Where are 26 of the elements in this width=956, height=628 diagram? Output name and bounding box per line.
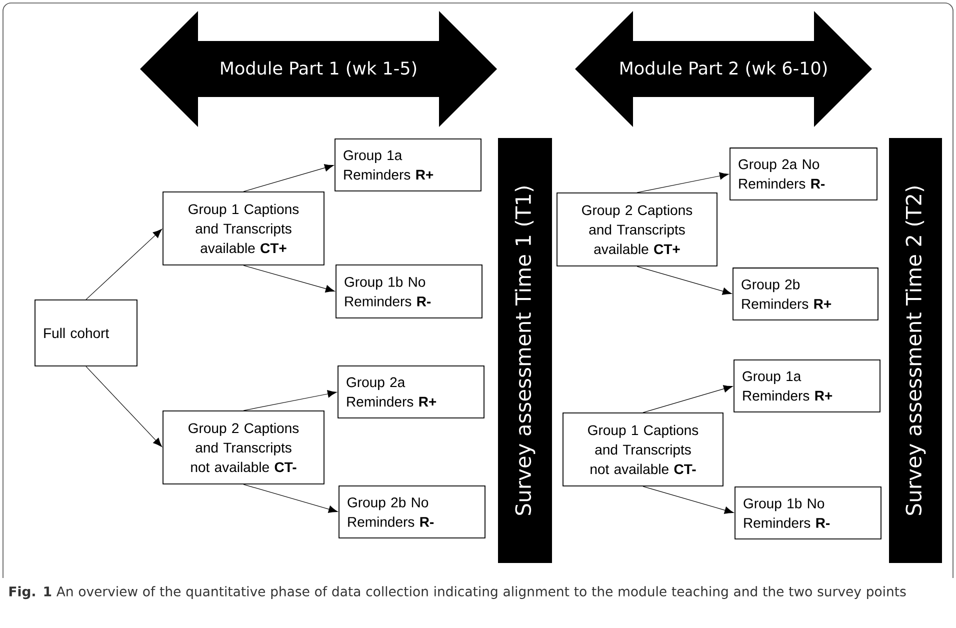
group-box: Group 2 Captions and Transcripts not available CT- <box>162 410 324 484</box>
group-box: Full cohort <box>34 300 138 366</box>
arrow <box>636 172 729 193</box>
group-box: Group 1 Captions and Transcripts available CT+ <box>162 192 324 266</box>
group-box: Group 2 Captions and Transcripts available CT+ <box>556 192 718 266</box>
group-box: Group 2a No Reminders R- <box>730 148 878 200</box>
group-box: Group 1a Reminders R+ <box>734 360 880 412</box>
group-box: Group 2b No Reminders R- <box>338 486 486 538</box>
arrow <box>86 366 162 447</box>
survey-bar: Survey assessment Time 1 (T1) <box>498 138 552 563</box>
arrow <box>86 228 162 300</box>
group-box: Group 1 Captions and Transcripts not available CT- <box>562 412 724 486</box>
survey-bar: Survey assessment Time 2 (T2) <box>889 138 942 563</box>
arrow <box>243 484 338 513</box>
arrow <box>243 390 337 411</box>
group-box: Group 2b Reminders R+ <box>732 268 878 320</box>
arrow <box>243 164 334 192</box>
figure-caption: Fig. 1 An overview of the quantitative phase of data collection indicating alignment to the module teaching and the two survey points <box>9 586 906 600</box>
arrow <box>642 486 734 514</box>
group-box: Group 1b No Reminders R- <box>734 486 882 540</box>
group-box: Group 2a Reminders R+ <box>338 366 484 418</box>
group-box: Group 1b No Reminders R- <box>336 264 482 318</box>
group-box: Group 1a Reminders R+ <box>334 138 482 192</box>
arrow <box>636 266 732 295</box>
arrow <box>642 385 733 413</box>
arrow <box>243 265 335 292</box>
